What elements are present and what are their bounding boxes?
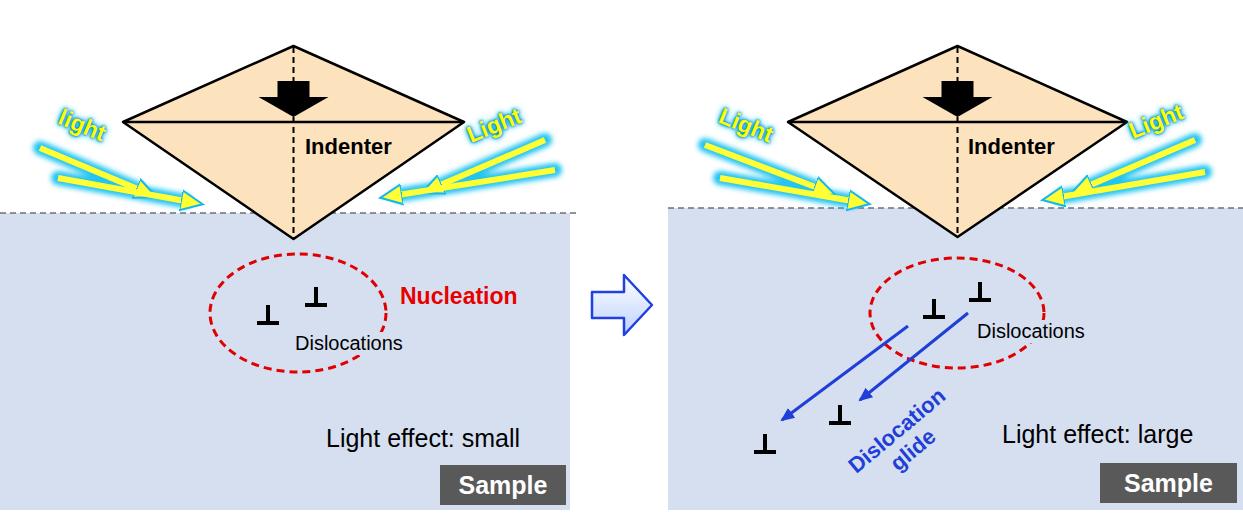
indenter-axis: [957, 47, 959, 236]
nucleation-zone: [208, 252, 548, 382]
dislocations-label: Dislocations: [293, 332, 405, 355]
indenter-body: [788, 46, 1127, 237]
indenter-axis: [293, 47, 295, 238]
indenter: Indenter: [787, 45, 1128, 238]
sample-tag: Sample: [440, 465, 566, 505]
light-label: light: [55, 104, 110, 147]
nucleation-label: Nucleation: [400, 283, 518, 309]
sample-label: Sample: [1124, 469, 1213, 498]
light-label: Light: [463, 102, 525, 148]
indenter-label: Indenter: [305, 134, 392, 159]
step-arrow: [592, 275, 652, 335]
light-label: Light: [715, 102, 777, 148]
sample-tag: Sample: [1100, 463, 1237, 503]
indenter-shape: [122, 45, 465, 240]
load-arrow: [923, 81, 993, 117]
dislocations-label: Dislocations: [975, 320, 1087, 343]
nucleation-zone: [868, 256, 1118, 374]
load-arrow: [259, 81, 329, 117]
nucleation-zone: NucleationDislocations: [208, 252, 548, 382]
sample-panel: Light effect: smallSample NucleationDislo…: [0, 213, 570, 510]
sample-label: Sample: [459, 471, 548, 500]
indenter-body: [123, 46, 464, 239]
light-effect-note: Light effect: large: [1002, 420, 1193, 449]
indenter-label: Indenter: [968, 134, 1055, 159]
light-label: Light: [1125, 98, 1187, 144]
indenter-shape: [787, 45, 1128, 238]
nucleation-ellipse: [870, 258, 1044, 368]
dislocation-zone: Dislocations: [868, 256, 1118, 374]
sample-panel: Light effect: largeSample Dislocations: [668, 208, 1243, 510]
light-effect-note: Light effect: small: [326, 424, 520, 453]
indenter: Indenter: [122, 45, 465, 240]
